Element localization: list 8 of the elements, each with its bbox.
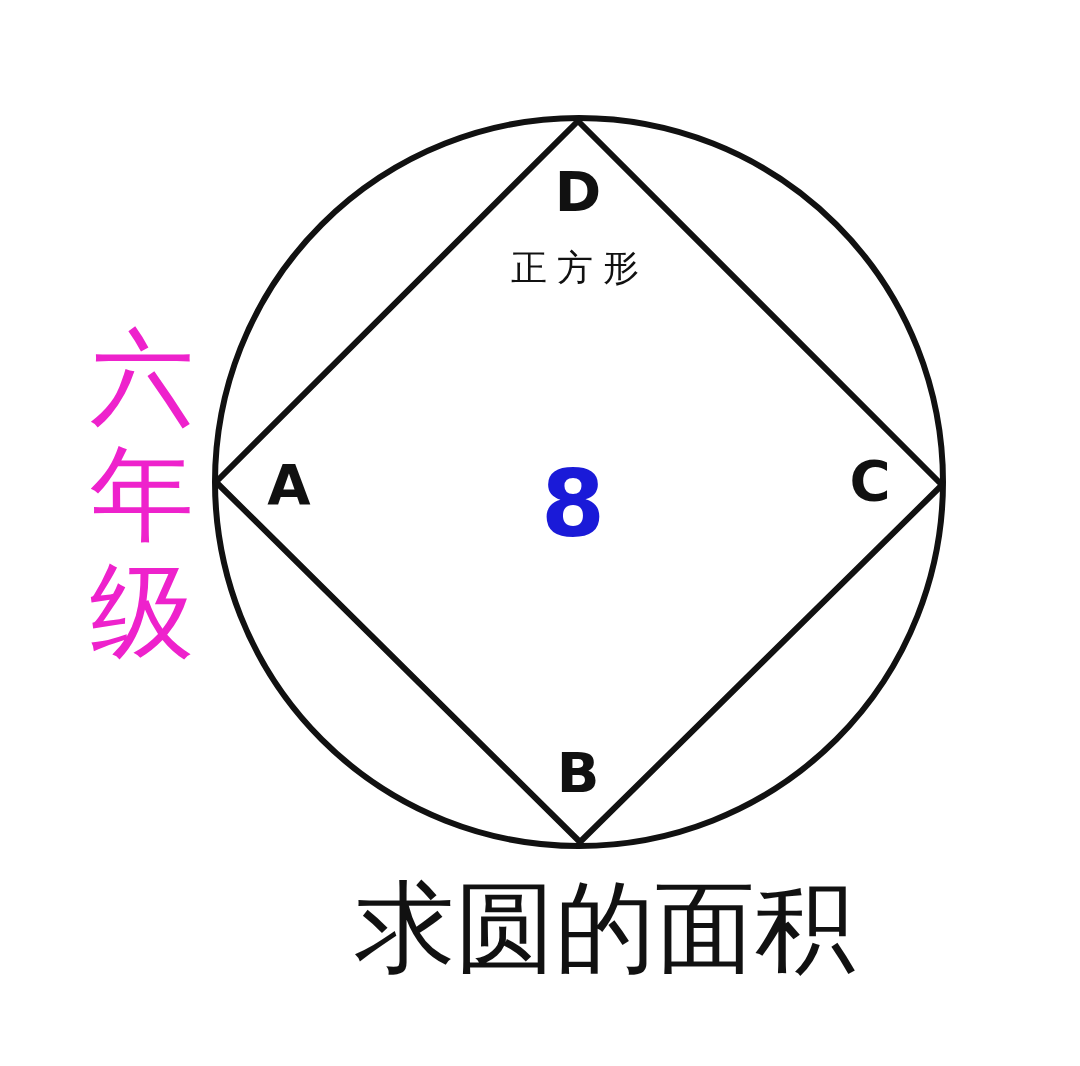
number-label: 8 [541, 459, 605, 551]
question-text: 求圆的面积 [355, 878, 855, 978]
vertex-label: C [849, 453, 891, 509]
shape-name-label: 正方形 [511, 250, 649, 286]
vertex-label: A [267, 457, 311, 513]
vertex-label: D [554, 164, 602, 220]
vertex-label: B [556, 745, 600, 801]
grade-label: 六年级 [90, 320, 194, 670]
